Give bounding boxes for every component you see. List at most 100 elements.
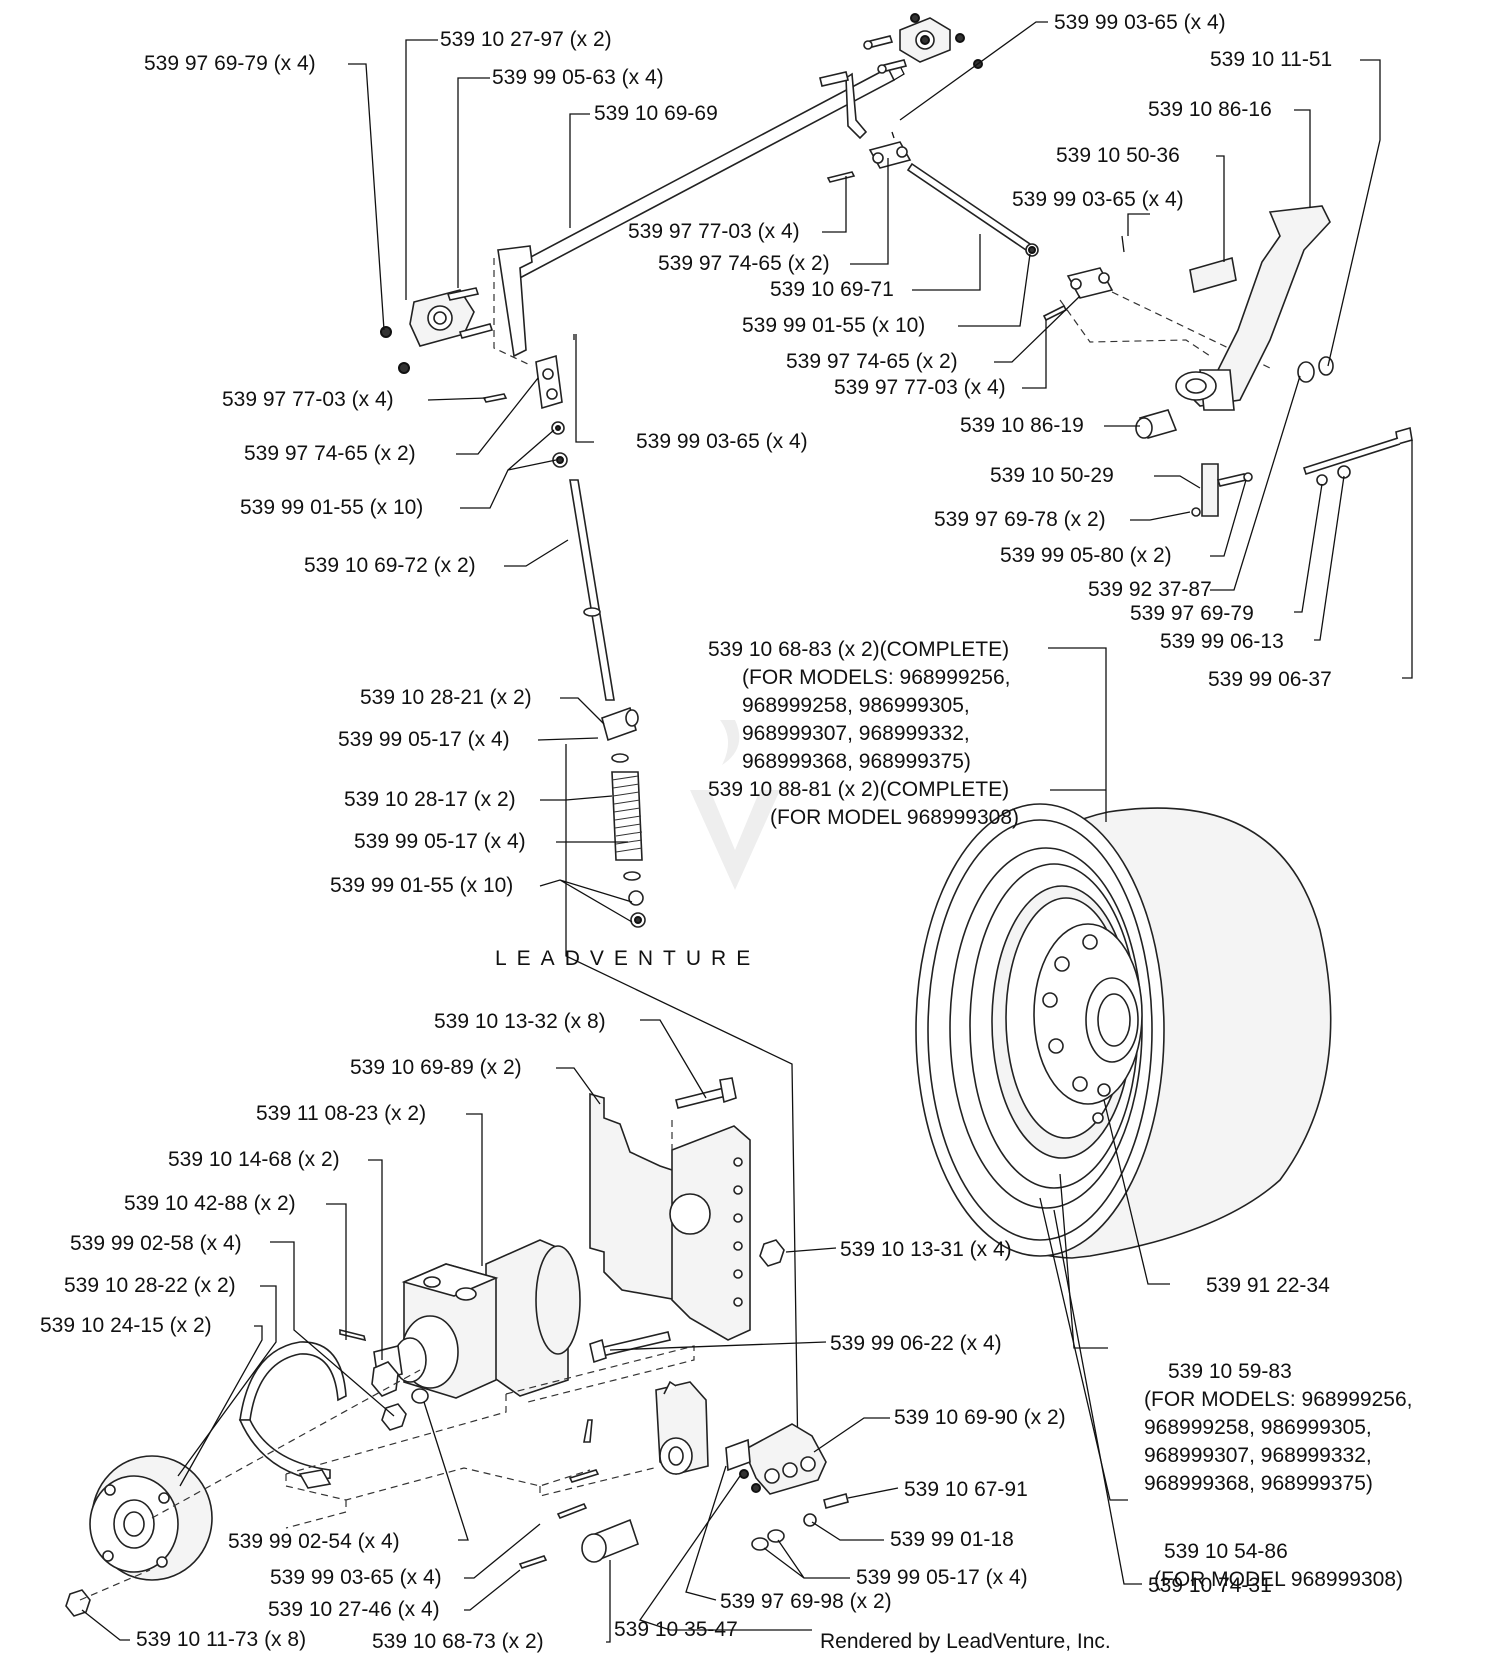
callout-25: 539 97 69-79 xyxy=(1130,602,1254,625)
part-number: 539 10 14-68 xyxy=(168,1148,292,1171)
part-number: 539 10 24-15 xyxy=(40,1314,164,1337)
callout-38: 539 99 02-58 (x 4) xyxy=(70,1232,242,1255)
part-qty: (x 2) xyxy=(502,1630,544,1653)
wheel-complete-models-1: 968999258, 986999305, xyxy=(742,694,970,717)
part-number: 539 97 77-03 xyxy=(222,388,346,411)
part-qty: (x 4) xyxy=(468,728,510,751)
part-number: 539 99 02-58 xyxy=(70,1232,194,1255)
callout-24: 539 92 37-87 xyxy=(1088,578,1212,601)
part-qty: (x 4) xyxy=(398,1598,440,1621)
callout-39: 539 10 28-22 (x 2) xyxy=(64,1274,236,1297)
callout-50: 539 10 27-46 (x 4) xyxy=(268,1598,440,1621)
tire-a-models-1: 968999258, 986999305, xyxy=(1144,1416,1372,1439)
part-number: 539 97 74-65 xyxy=(786,350,910,373)
part-number: 539 10 67-91 xyxy=(904,1478,1028,1501)
part-number: 539 99 05-80 xyxy=(1000,544,1124,567)
part-number: 539 99 03-65 xyxy=(1054,11,1178,34)
part-number: 539 10 28-22 xyxy=(64,1274,188,1297)
part-number: 539 91 22-34 xyxy=(1206,1274,1330,1297)
part-qty: (x 4) xyxy=(358,1530,400,1553)
part-number: 539 10 68-73 xyxy=(372,1630,496,1653)
wheel-complete-line1: 539 10 68-83 (x 2)(COMPLETE) xyxy=(708,638,1009,661)
part-qty: (x 2) xyxy=(838,638,880,661)
callout-46: 539 99 01-18 xyxy=(890,1528,1014,1551)
spring-stack xyxy=(611,753,646,928)
left-clevis xyxy=(482,334,575,410)
part-qty: (x 10) xyxy=(460,874,514,897)
callout-23: 539 10 69-72 (x 2) xyxy=(304,554,476,577)
part-qty: (x 4) xyxy=(400,1566,442,1589)
callout-49: 539 99 05-17 (x 4) xyxy=(856,1566,1028,1589)
tire-a-part: 539 10 59-83 xyxy=(1168,1360,1292,1383)
wheel-hub xyxy=(65,1455,213,1617)
part-qty: (x 4) xyxy=(274,52,316,75)
callout-2: 539 97 69-79 (x 4) xyxy=(144,52,316,75)
motor-mount-bracket xyxy=(589,1092,751,1341)
callout-22: 539 99 05-80 (x 2) xyxy=(1000,544,1172,567)
part-number: 539 10 42-88 xyxy=(124,1192,248,1215)
brake-band xyxy=(238,1341,347,1489)
complete-note: (COMPLETE) xyxy=(880,638,1010,661)
part-number: 539 92 37-87 xyxy=(1088,578,1212,601)
part-number: 539 99 01-55 xyxy=(240,496,364,519)
callout-17: 539 97 74-65 (x 2) xyxy=(244,442,416,465)
brake-pedal xyxy=(1175,205,1331,411)
callout-47: 539 99 02-54 (x 4) xyxy=(228,1530,400,1553)
part-qty: (x 10) xyxy=(370,496,424,519)
callout-43: 539 99 06-22 (x 4) xyxy=(830,1332,1002,1355)
part-qty: (x 10) xyxy=(872,314,926,337)
callout-0: 539 99 03-65 (x 4) xyxy=(1054,11,1226,34)
callout-21: 539 97 69-78 (x 2) xyxy=(934,508,1106,531)
callout-37: 539 10 42-88 (x 2) xyxy=(124,1192,296,1215)
part-qty: (x 2) xyxy=(570,28,612,51)
part-qty: (x 4) xyxy=(1142,188,1184,211)
part-number: 539 99 03-65 xyxy=(636,430,760,453)
cotter-pins xyxy=(518,1419,600,1569)
tire-b-part: 539 10 54-86 xyxy=(1164,1540,1288,1563)
part-number: 539 97 77-03 xyxy=(834,376,958,399)
watermark: LEADVENTURE xyxy=(495,720,780,970)
callout-20: 539 99 01-55 (x 10) xyxy=(240,496,423,519)
callout-54: 539 10 68-73 (x 2) xyxy=(372,1630,544,1653)
part-number: 539 99 02-54 xyxy=(228,1530,352,1553)
tire-a-models-0: (FOR MODELS: 968999256, xyxy=(1144,1388,1412,1411)
trunnion xyxy=(601,706,639,742)
part-qty: (x 8) xyxy=(264,1628,306,1651)
tire-a-models-3: 968999368, 968999375) xyxy=(1144,1472,1373,1495)
right-arm-bracket xyxy=(819,71,868,140)
callout-31: 539 99 05-17 (x 4) xyxy=(354,830,526,853)
part-number: 539 99 05-63 xyxy=(492,66,616,89)
part-number: 539 99 05-17 xyxy=(354,830,478,853)
callout-40: 539 10 24-15 (x 2) xyxy=(40,1314,212,1337)
castle-nut xyxy=(339,1328,399,1397)
hydraulic-motor xyxy=(373,1239,581,1399)
part-number: 539 10 50-36 xyxy=(1056,144,1180,167)
motor-nuts xyxy=(381,1388,429,1431)
part-number: 539 10 69-90 xyxy=(894,1406,1018,1429)
callout-13: 539 97 74-65 (x 2) xyxy=(786,350,958,373)
part-number: 539 99 03-65 xyxy=(1012,188,1136,211)
part-number: 539 10 27-97 xyxy=(440,28,564,51)
part-qty: (x 8) xyxy=(564,1010,606,1033)
part-qty: (x 4) xyxy=(352,388,394,411)
part-qty: (x 4) xyxy=(964,376,1006,399)
callout-41: 539 10 13-31 (x 4) xyxy=(840,1238,1012,1261)
part-qty: (x 2) xyxy=(374,442,416,465)
top-bearing-flange xyxy=(863,13,983,74)
tire-b-callout: 539 10 54-86 (FOR MODEL 968999308) xyxy=(1154,1540,1403,1591)
callout-44: 539 10 69-90 (x 2) xyxy=(894,1406,1066,1429)
part-number: 539 10 28-21 xyxy=(360,686,484,709)
wheel-complete-models-2: 968999307, 968999332, xyxy=(742,722,970,745)
callout-5: 539 10 69-69 xyxy=(594,102,718,125)
part-number: 539 10 86-16 xyxy=(1148,98,1272,121)
part-number: 539 99 03-65 xyxy=(270,1566,394,1589)
part-number: 539 99 01-55 xyxy=(330,874,454,897)
part-number: 539 97 74-65 xyxy=(244,442,368,465)
callout-26: 539 99 06-13 xyxy=(1160,630,1284,653)
callout-27: 539 99 06-37 xyxy=(1208,668,1332,691)
callout-6: 539 10 86-16 xyxy=(1148,98,1272,121)
part-number: 539 99 05-17 xyxy=(856,1566,980,1589)
wheel-complete-model: (FOR MODEL 968999308) xyxy=(770,806,1019,829)
callout-30: 539 10 28-17 (x 2) xyxy=(344,788,516,811)
